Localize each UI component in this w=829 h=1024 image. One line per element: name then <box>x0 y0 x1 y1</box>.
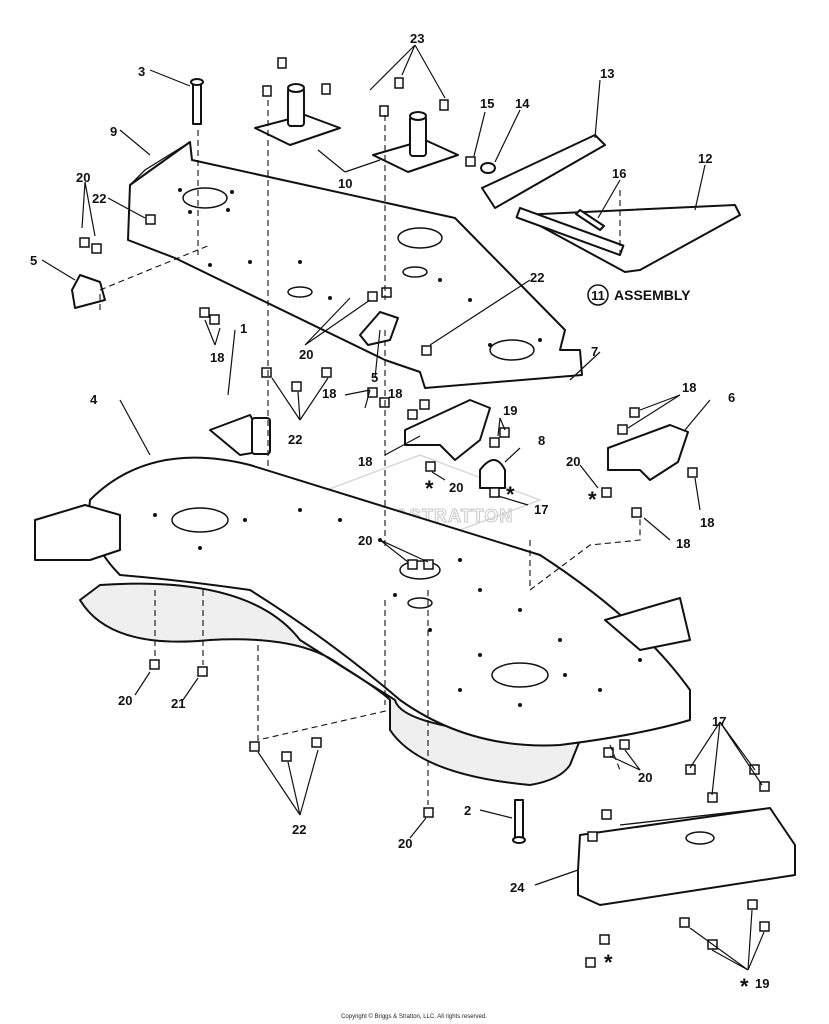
star-5: * <box>740 974 749 999</box>
washer-14 <box>480 162 496 174</box>
bolt-3 <box>190 78 204 125</box>
callout-18f: 18 <box>700 515 714 530</box>
callout-23: 23 <box>410 31 424 46</box>
callout-12: 12 <box>698 151 712 166</box>
callout-13: 13 <box>600 66 614 81</box>
bracket-6 <box>607 424 689 481</box>
callout-19b: 19 <box>755 976 769 991</box>
assembly-lines <box>99 100 641 805</box>
assembly-number: 11 <box>591 288 605 303</box>
pin-16 <box>575 209 605 231</box>
copyright-text: Copyright © Briggs & Stratton, LLC. All … <box>341 1013 487 1020</box>
callout-10: 10 <box>338 176 352 191</box>
callout-18g: 18 <box>676 536 690 551</box>
callout-20h: 20 <box>398 836 412 851</box>
upper-deck-plate <box>127 141 583 389</box>
callout-labels: 3 9 22 20 5 23 13 14 15 16 12 10 22 7 1 … <box>30 31 769 991</box>
callout-17a: 17 <box>534 502 548 517</box>
callout-20a: 20 <box>76 170 90 185</box>
callout-18e: 18 <box>682 380 696 395</box>
star-1: * <box>425 476 434 501</box>
star-markers: * * * * * <box>425 476 749 999</box>
callout-22a: 22 <box>92 191 106 206</box>
callout-8: 8 <box>538 433 545 448</box>
spindle-mount-right <box>372 111 459 173</box>
linkage-arm-13 <box>481 134 606 209</box>
callout-2: 2 <box>464 803 471 818</box>
callout-18a: 18 <box>210 350 224 365</box>
callout-18d: 18 <box>358 454 372 469</box>
bolts-23 <box>262 57 449 117</box>
star-3: * <box>588 487 597 512</box>
deck-mounting-holes <box>153 508 642 707</box>
callout-5a: 5 <box>30 253 37 268</box>
callout-19a: 19 <box>503 403 517 418</box>
callout-1: 1 <box>240 321 247 336</box>
callout-20d: 20 <box>566 454 580 469</box>
clamp-8 <box>479 459 506 489</box>
callout-4: 4 <box>90 392 98 407</box>
callout-20c: 20 <box>449 480 463 495</box>
callout-5b: 5 <box>371 370 378 385</box>
callout-7: 7 <box>591 344 598 359</box>
bracket-5-center <box>359 311 399 346</box>
leader-lines <box>41 44 765 971</box>
hardware-nuts <box>79 214 770 968</box>
callout-20e: 20 <box>358 533 372 548</box>
bracket-5-left <box>71 274 106 309</box>
linkage-arm-12 <box>515 204 741 273</box>
spindle-mount-left <box>254 83 341 146</box>
callout-18c: 18 <box>388 386 402 401</box>
nut-15 <box>465 156 476 167</box>
callout-22d: 22 <box>292 822 306 837</box>
callout-16: 16 <box>612 166 626 181</box>
callout-6: 6 <box>728 390 735 405</box>
callout-22b: 22 <box>530 270 544 285</box>
bracket-7 <box>404 399 491 461</box>
bolt-2 <box>512 799 526 844</box>
lower-deck-shell <box>34 414 691 786</box>
callout-21: 21 <box>171 696 185 711</box>
callout-22c: 22 <box>288 432 302 447</box>
star-2: * <box>506 482 515 507</box>
callout-14: 14 <box>515 96 530 111</box>
callout-24: 24 <box>510 880 525 895</box>
callout-20g: 20 <box>638 770 652 785</box>
callout-3: 3 <box>138 64 145 79</box>
assembly-label: 11 ASSEMBLY <box>587 284 691 306</box>
star-4: * <box>604 950 613 975</box>
callout-17b: 17 <box>712 714 726 729</box>
callout-18b: 18 <box>322 386 336 401</box>
callout-20b: 20 <box>299 347 313 362</box>
callout-20f: 20 <box>118 693 132 708</box>
rear-bracket-24 <box>577 807 796 906</box>
assembly-text: ASSEMBLY <box>614 287 691 303</box>
callout-15: 15 <box>480 96 494 111</box>
callout-9: 9 <box>110 124 117 139</box>
